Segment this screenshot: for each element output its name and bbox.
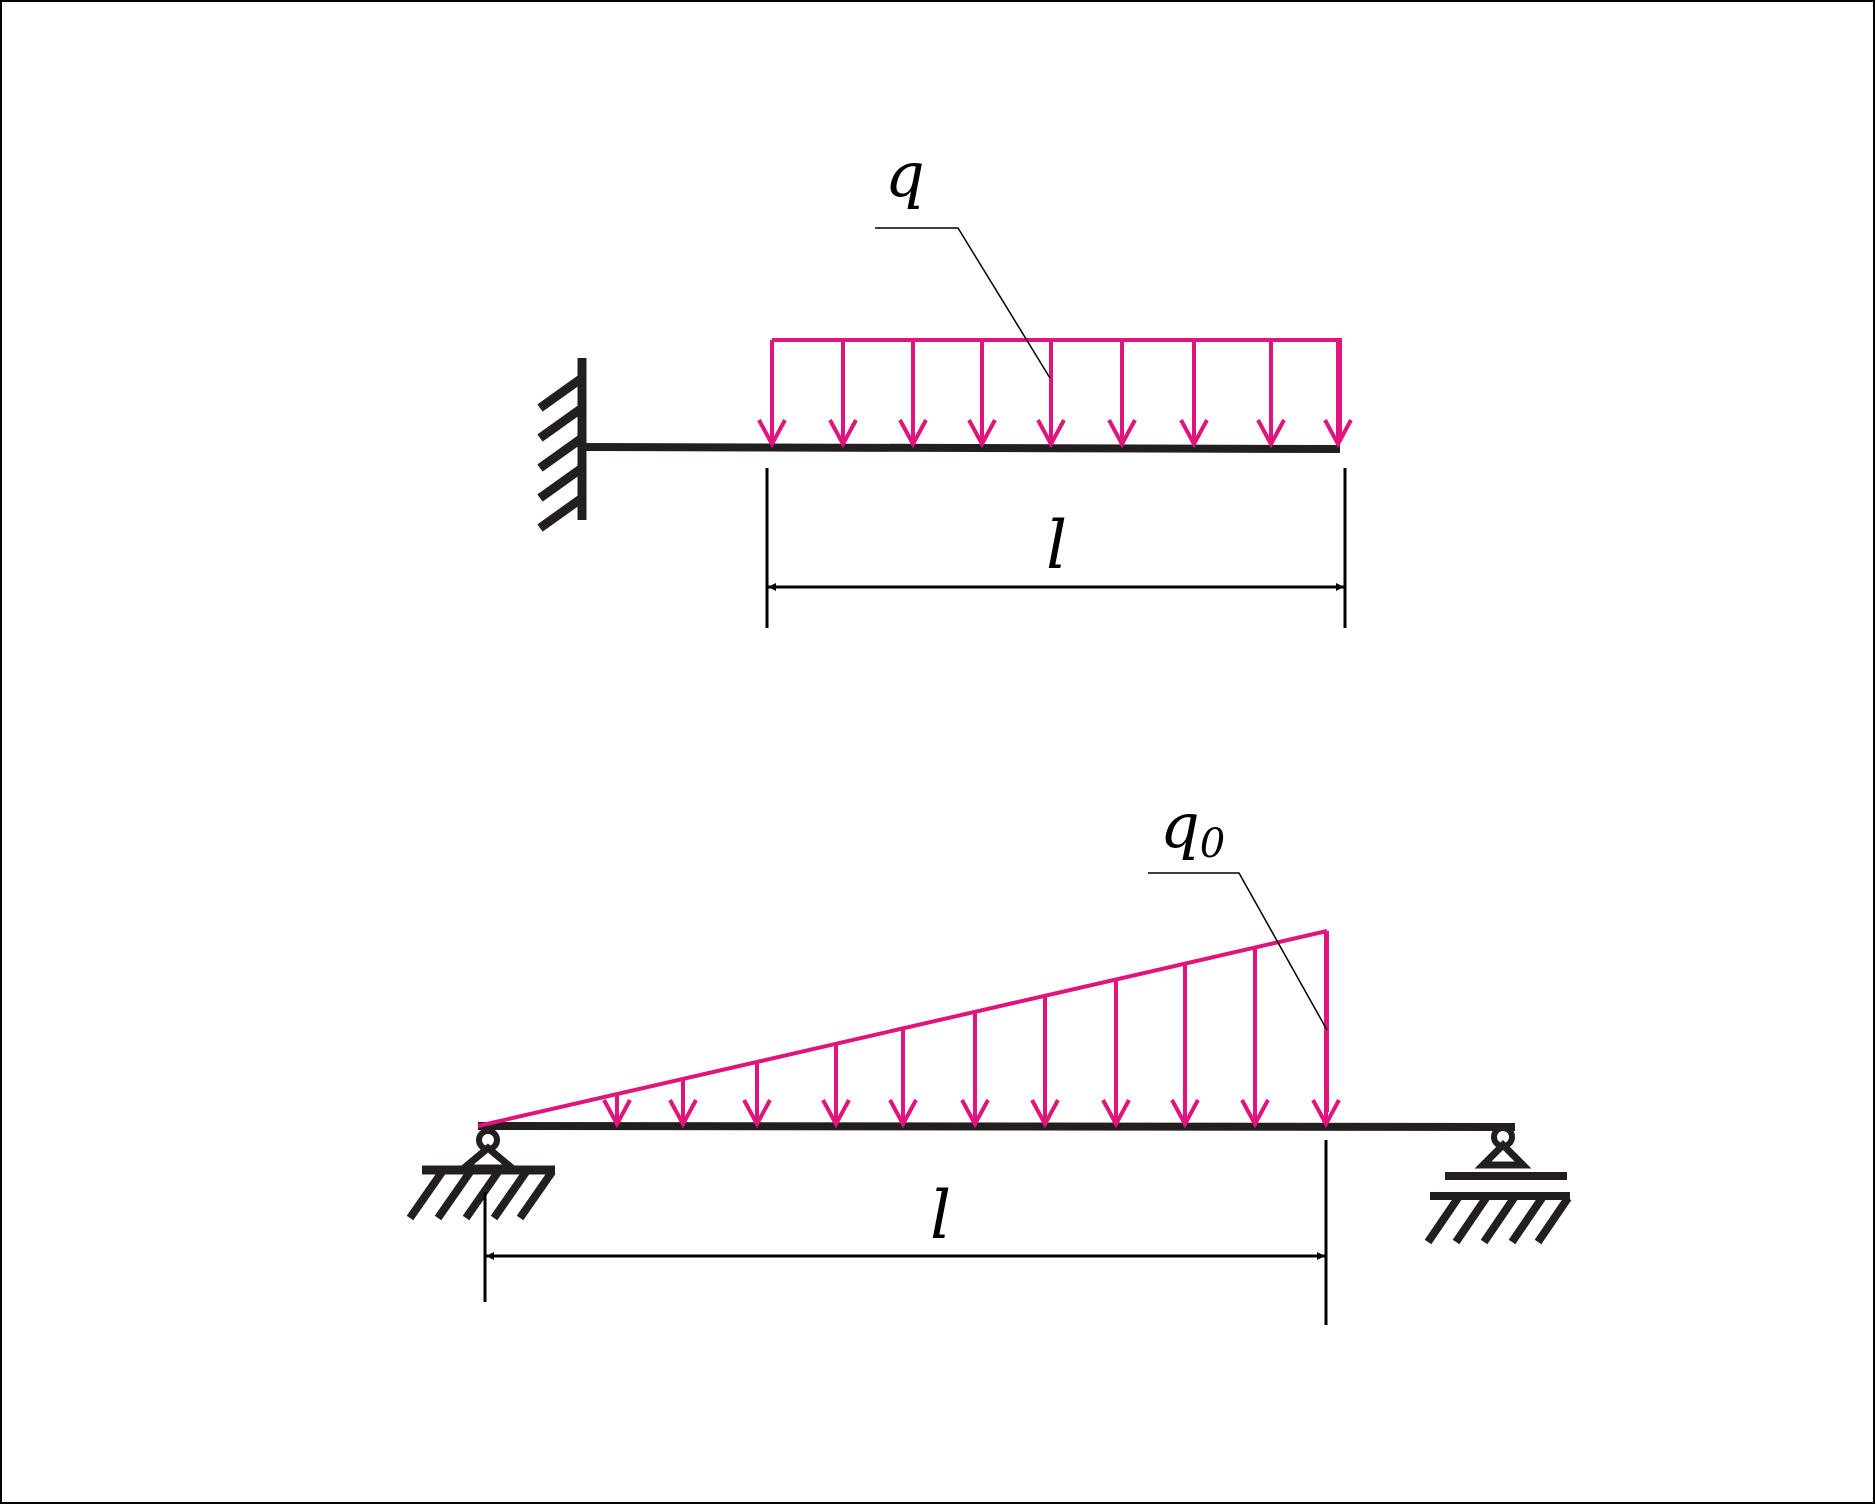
hatch-mark	[537, 494, 585, 532]
load-arrow	[828, 340, 858, 449]
top-diagram: q l	[537, 138, 1353, 628]
load-arrow	[1101, 979, 1131, 1129]
bottom-dimension: l	[483, 1140, 1328, 1325]
load-arrow	[1256, 340, 1286, 449]
bottom-load-label: q0	[1160, 789, 1225, 867]
triangular-load-arrows	[602, 931, 1341, 1129]
load-arrow	[1107, 340, 1137, 449]
top-span-label: l	[1046, 507, 1067, 584]
bottom-beam	[477, 1122, 1516, 1131]
bottom-span-label: l	[930, 1177, 951, 1254]
load-arrow	[967, 340, 997, 449]
hatch-mark	[1452, 1195, 1490, 1245]
load-arrow	[888, 1028, 918, 1129]
hatch-mark	[1508, 1195, 1546, 1245]
roller-support-right	[1424, 1125, 1572, 1245]
load-arrow	[742, 1061, 772, 1129]
load-arrow	[668, 1078, 698, 1129]
triangular-load	[477, 929, 1341, 1129]
pin-ground-hatch	[406, 1169, 556, 1221]
load-arrow	[1170, 963, 1200, 1129]
top-dimension: l	[765, 468, 1347, 628]
load-arrow	[1036, 340, 1066, 449]
wall-hatch-marks	[537, 374, 585, 532]
hatch-mark	[516, 1169, 556, 1221]
top-load-label: q	[885, 138, 925, 211]
top-load-leader	[875, 227, 1051, 379]
hatch-mark	[537, 374, 585, 412]
hatch-mark	[1424, 1195, 1462, 1245]
hatch-mark	[462, 1169, 502, 1221]
load-arrow	[960, 1011, 990, 1129]
pin-triangle	[454, 1143, 522, 1172]
load-arrow	[602, 1094, 632, 1129]
roller-triangle	[1474, 1140, 1532, 1169]
hatch-mark	[537, 434, 585, 472]
uniform-load-arrows	[757, 340, 1353, 449]
load-arrow	[898, 340, 928, 449]
load-arrow	[757, 340, 787, 449]
load-arrow	[1030, 995, 1060, 1129]
hatch-mark	[1534, 1195, 1572, 1245]
hatch-mark	[434, 1169, 474, 1221]
bottom-diagram: q0 l	[406, 789, 1572, 1325]
bottom-load-leader	[1148, 872, 1328, 1031]
load-arrow	[1179, 340, 1209, 449]
fixed-wall-support	[537, 358, 587, 532]
load-arrow	[1240, 947, 1270, 1129]
uniform-load	[757, 338, 1353, 449]
hatch-mark	[537, 404, 585, 442]
hatch-mark	[1480, 1195, 1518, 1245]
hatch-mark	[490, 1169, 530, 1221]
uniform-load-outline	[772, 338, 1342, 438]
hatch-mark	[406, 1169, 446, 1221]
hatch-mark	[537, 464, 585, 502]
load-arrow	[1323, 340, 1353, 449]
pin-support-left	[406, 1128, 556, 1221]
load-arrow	[821, 1043, 851, 1129]
roller-ground-hatch	[1424, 1195, 1572, 1245]
top-beam	[581, 443, 1341, 453]
